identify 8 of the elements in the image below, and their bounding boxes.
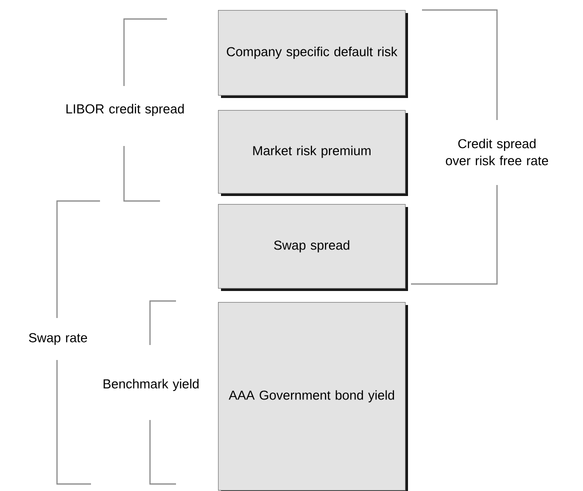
bracket-label: Swap rate [28, 333, 88, 345]
bracket-label: LIBOR credit spread [66, 104, 184, 116]
layer-box: Swap spread [218, 204, 408, 291]
bracket-label: Credit spread over risk free rate [446, 138, 548, 166]
layer-box: Market risk premium [218, 110, 408, 196]
layer-box: Company specific default risk [218, 10, 408, 98]
layer-box: AAA Government bond yield [218, 302, 408, 491]
bracket-label: Benchmark yield [104, 378, 199, 392]
